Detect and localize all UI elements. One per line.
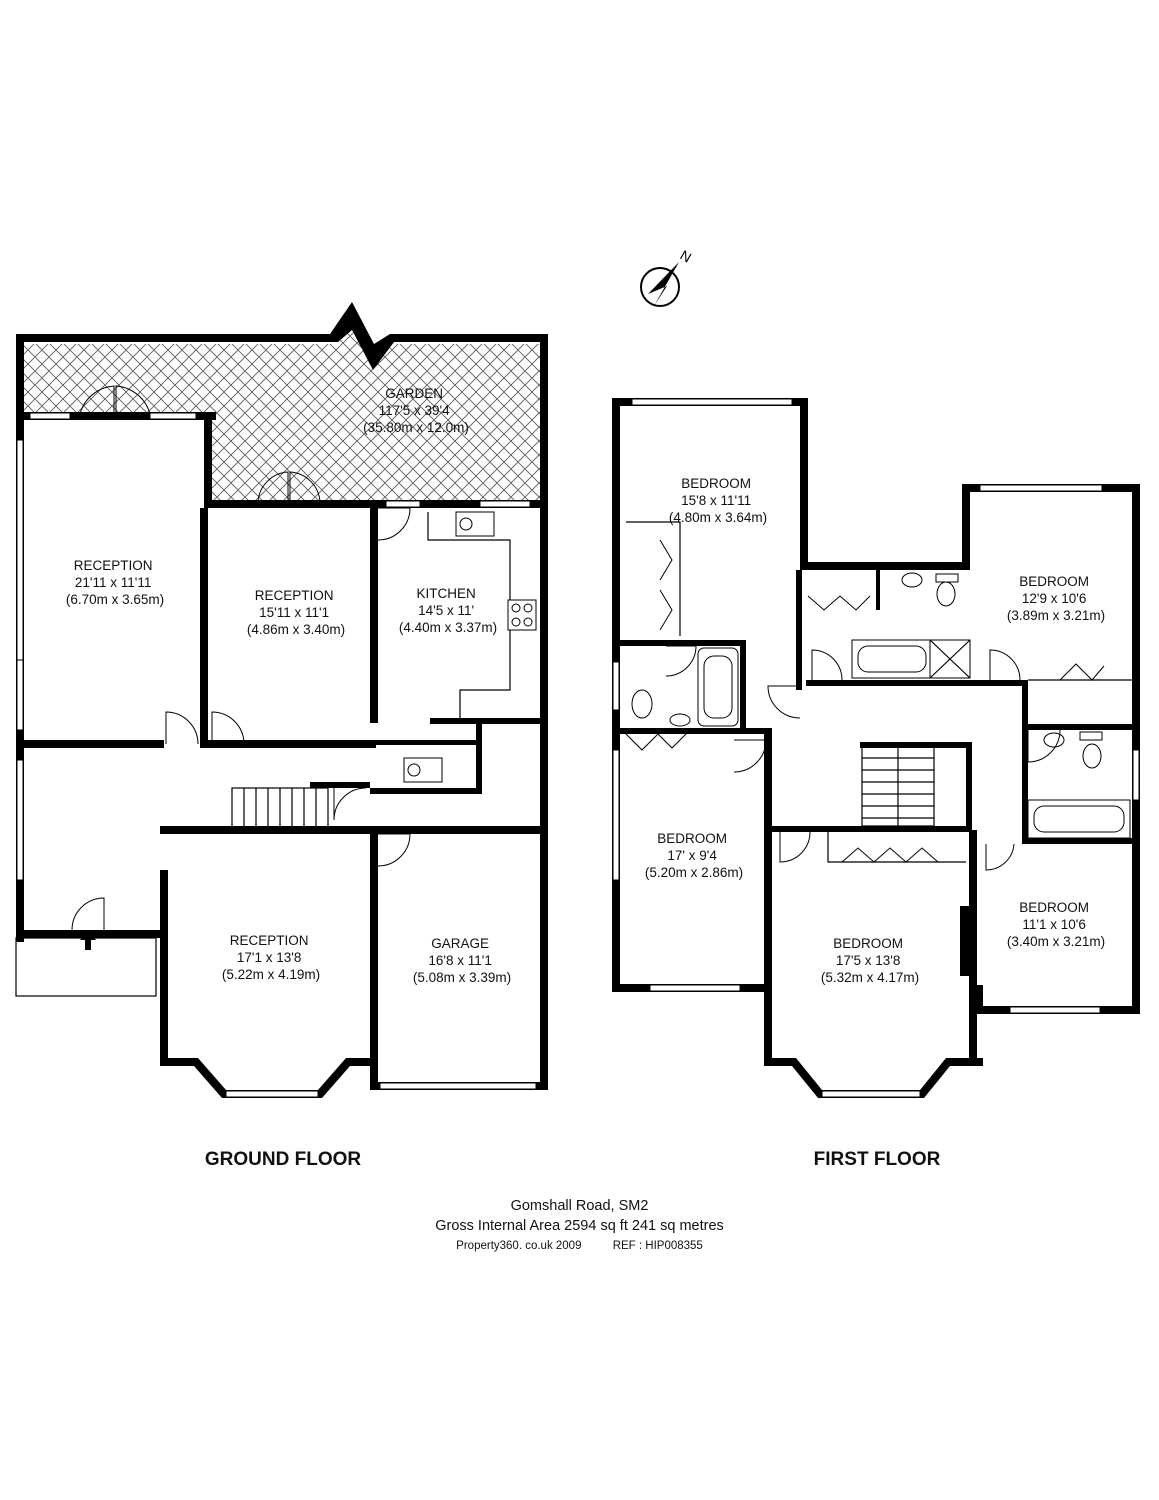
- room-size-imperial: 11'1 x 10'6: [1022, 917, 1085, 932]
- room-label-garden: GARDEN 117'5 x 39'4 (35.80m x 12.0m): [363, 386, 469, 435]
- room-size-metric: (35.80m x 12.0m): [363, 420, 469, 435]
- room-size-imperial: 16'8 x 11'1: [428, 953, 491, 968]
- room-size-metric: (3.89m x 3.21m): [1007, 608, 1105, 623]
- room-name: BEDROOM: [681, 476, 751, 491]
- room-size-imperial: 12'9 x 10'6: [1022, 591, 1086, 606]
- room-name: GARAGE: [431, 936, 489, 951]
- room-name: BEDROOM: [657, 831, 727, 846]
- room-size-imperial: 17' x 9'4: [667, 848, 717, 863]
- gross-internal-area: Gross Internal Area 2594 sq ft 241 sq me…: [435, 1218, 724, 1234]
- footer-credits: Property360. co.uk 2009 REF : HIP008355: [0, 1240, 1159, 1252]
- first-floor-plan: BEDROOM 15'8 x 11'11 (4.80m x 3.64m) BED…: [612, 398, 1140, 1170]
- room-size-imperial: 21'11 x 11'11: [75, 575, 151, 590]
- ground-floor-title: GROUND FLOOR: [205, 1149, 361, 1170]
- room-size-metric: (5.32m x 4.17m): [821, 970, 919, 985]
- room-size-imperial: 14'5 x 11': [418, 603, 474, 618]
- room-size-metric: (5.22m x 4.19m): [222, 967, 320, 982]
- room-size-imperial: 17'5 x 13'8: [836, 953, 900, 968]
- room-size-metric: (5.20m x 2.86m): [645, 865, 743, 880]
- property-address: Gomshall Road, SM2: [510, 1198, 649, 1214]
- room-label-kitchen: KITCHEN 14'5 x 11' (4.40m x 3.37m): [399, 586, 497, 635]
- room-size-metric: (4.86m x 3.40m): [247, 622, 345, 637]
- copyright-text: Property360. co.uk 2009: [456, 1240, 582, 1252]
- room-size-metric: (5.08m x 3.39m): [413, 970, 511, 985]
- room-label-bedroom-3: BEDROOM 17' x 9'4 (5.20m x 2.86m): [645, 831, 743, 880]
- north-label: N: [678, 247, 695, 266]
- room-size-imperial: 117'5 x 39'4: [379, 403, 450, 418]
- footer: Gomshall Road, SM2 Gross Internal Area 2…: [0, 1198, 1159, 1252]
- room-label-reception-3: RECEPTION 17'1 x 13'8 (5.22m x 4.19m): [222, 933, 320, 982]
- garden-boundary: [16, 302, 548, 500]
- room-name: RECEPTION: [230, 933, 309, 948]
- room-name: BEDROOM: [833, 936, 903, 951]
- room-label-garage: GARAGE 16'8 x 11'1 (5.08m x 3.39m): [413, 936, 511, 985]
- room-label-bedroom-2: BEDROOM 12'9 x 10'6 (3.89m x 3.21m): [1007, 574, 1105, 623]
- room-size-imperial: 17'1 x 13'8: [237, 950, 301, 965]
- room-name: RECEPTION: [255, 588, 334, 603]
- reference-code: REF : HIP008355: [612, 1240, 703, 1252]
- room-size-metric: (6.70m x 3.65m): [66, 592, 164, 607]
- room-size-imperial: 15'8 x 11'11: [681, 493, 751, 508]
- room-label-reception-2: RECEPTION 15'11 x 11'1 (4.86m x 3.40m): [247, 588, 345, 637]
- room-label-bedroom-4: BEDROOM 11'1 x 10'6 (3.40m x 3.21m): [1007, 900, 1105, 949]
- room-size-metric: (4.80m x 3.64m): [669, 510, 767, 525]
- room-name: BEDROOM: [1019, 900, 1089, 915]
- garden-area: [24, 318, 540, 502]
- room-name: GARDEN: [385, 386, 443, 401]
- room-label-reception-1: RECEPTION 21'11 x 11'11 (6.70m x 3.65m): [66, 558, 164, 607]
- room-size-metric: (4.40m x 3.37m): [399, 620, 497, 635]
- room-name: RECEPTION: [74, 558, 153, 573]
- ground-floor-plan: GARDEN 117'5 x 39'4 (35.80m x 12.0m) REC…: [15, 302, 548, 1170]
- room-label-bedroom-1: BEDROOM 15'8 x 11'11 (4.80m x 3.64m): [669, 476, 767, 525]
- room-name: KITCHEN: [416, 586, 475, 601]
- room-name: BEDROOM: [1019, 574, 1089, 589]
- room-label-bedroom-5: BEDROOM 17'5 x 13'8 (5.32m x 4.17m): [821, 936, 919, 985]
- room-size-metric: (3.40m x 3.21m): [1007, 934, 1105, 949]
- north-arrow-icon: N: [640, 247, 695, 307]
- stairs-first: [861, 745, 935, 827]
- stairs-ground: [231, 787, 329, 829]
- room-size-imperial: 15'11 x 11'1: [259, 605, 329, 620]
- first-floor-title: FIRST FLOOR: [814, 1149, 941, 1170]
